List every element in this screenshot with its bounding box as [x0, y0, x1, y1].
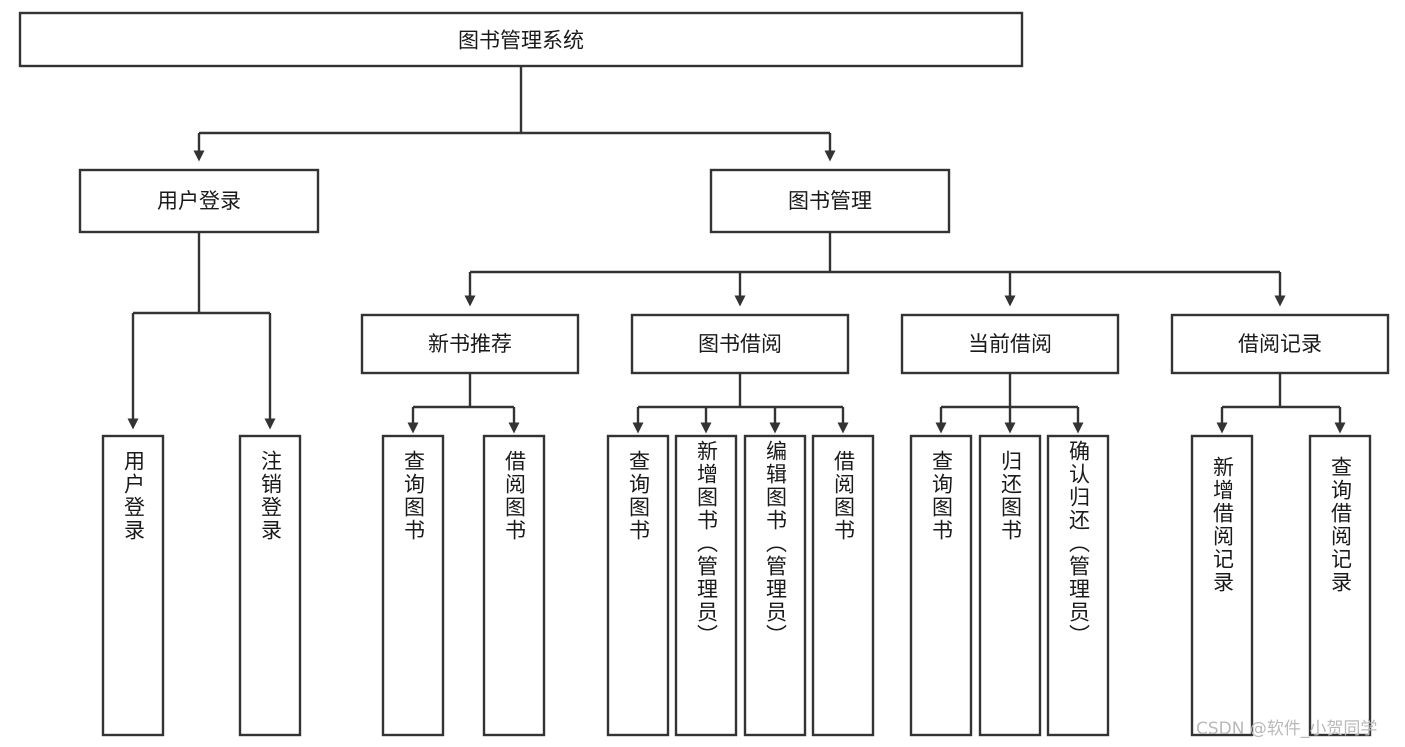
- node-book-manage-label: 图书管理: [788, 189, 872, 213]
- leaf-rect-query-book-3[interactable]: [909, 434, 973, 737]
- node-new-book-rec[interactable]: 新书推荐: [360, 313, 580, 375]
- leaf-rect-confirm-return[interactable]: [1046, 434, 1110, 737]
- connector-currentborrow-to-leaves: [935, 373, 1084, 434]
- leaf-rect-add-record[interactable]: [1190, 434, 1254, 737]
- node-current-borrow-label: 当前借阅: [968, 332, 1052, 356]
- connector-bookmanage-to-level3: [464, 232, 1286, 307]
- node-book-borrow[interactable]: 图书借阅: [630, 313, 850, 375]
- leaf-rect-user-logout[interactable]: [238, 434, 302, 737]
- connector-root-to-level2: [193, 66, 836, 162]
- connector-userlogin-to-leaves: [127, 232, 276, 430]
- leaf-rect-borrow-book-2[interactable]: [811, 434, 875, 737]
- leaf-rect-query-book-1[interactable]: [381, 434, 445, 737]
- node-root[interactable]: 图书管理系统: [18, 11, 1024, 68]
- node-book-manage[interactable]: 图书管理: [709, 168, 951, 234]
- connector-newbook-to-leaves: [407, 373, 520, 434]
- connector-borrowrecord-to-leaves: [1216, 373, 1346, 434]
- node-user-login[interactable]: 用户登录: [78, 168, 320, 234]
- node-new-book-rec-label: 新书推荐: [428, 332, 512, 356]
- leaf-rect-add-book[interactable]: [674, 434, 738, 737]
- node-user-login-label: 用户登录: [157, 189, 241, 213]
- connector-bookborrow-to-leaves: [632, 373, 849, 434]
- node-borrow-record-label: 借阅记录: [1238, 332, 1322, 356]
- leaf-rect-borrow-book-1[interactable]: [482, 434, 546, 737]
- leaf-rect-return-book[interactable]: [978, 434, 1042, 737]
- node-current-borrow[interactable]: 当前借阅: [900, 313, 1120, 375]
- node-borrow-record[interactable]: 借阅记录: [1170, 313, 1390, 375]
- csdn-watermark: CSDN @软件_小贺同学: [1196, 719, 1378, 739]
- leaf-rect-query-record[interactable]: [1308, 434, 1372, 737]
- leaf-rect-query-book-2[interactable]: [606, 434, 670, 737]
- leaf-rect-user-login[interactable]: [101, 434, 165, 737]
- node-book-borrow-label: 图书借阅: [698, 332, 782, 356]
- node-root-label: 图书管理系统: [458, 29, 584, 53]
- leaf-rect-edit-book[interactable]: [743, 434, 807, 737]
